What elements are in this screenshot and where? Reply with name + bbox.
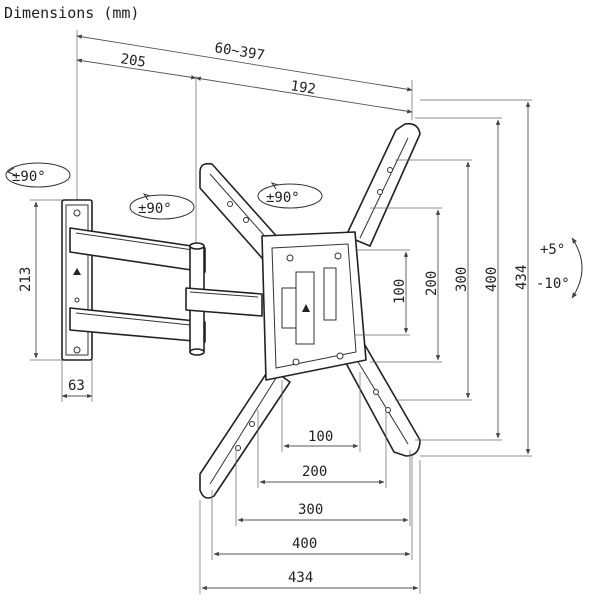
top-dimensions [76, 30, 413, 245]
center-arrow-icon [302, 304, 310, 312]
dim-plate-depth: 63 [68, 378, 85, 394]
diagram-title: Dimensions (mm) [4, 4, 139, 22]
rotation-indicator-wall [5, 162, 71, 188]
dim-vesa-width-400: 400 [292, 536, 317, 552]
rotation-arm-label: ±90° [138, 201, 172, 217]
rotation-wall-label: ±90° [12, 169, 46, 185]
tilt-down-label: -10° [536, 276, 570, 292]
tilt-up-label: +5° [540, 242, 565, 258]
up-arrow-icon [73, 268, 81, 275]
dim-offset-192: 192 [289, 78, 316, 98]
dim-arm-extension: 60~397 [213, 40, 265, 64]
rotation-head-label: ±90° [266, 190, 300, 206]
wall-plate [61, 199, 93, 361]
dim-vesa-width-300: 300 [298, 502, 323, 518]
dim-total-height-434: 434 [514, 265, 530, 290]
rotation-indicator-arm [129, 193, 195, 220]
tilt-indicator [571, 237, 583, 299]
width-dimensions [199, 372, 421, 594]
articulating-arms [69, 227, 263, 356]
dim-vesa-width-200: 200 [302, 464, 327, 480]
dim-vesa-height-200: 200 [424, 271, 440, 296]
dim-plate-height: 213 [18, 267, 34, 292]
dim-vesa-height-100: 100 [392, 279, 408, 304]
dim-total-width-434: 434 [288, 570, 313, 586]
height-dimensions [355, 99, 532, 457]
dim-vesa-width-100: 100 [308, 429, 333, 445]
vesa-x-bracket [199, 122, 421, 499]
dim-vesa-height-400: 400 [484, 267, 500, 292]
dim-offset-205: 205 [119, 51, 146, 71]
dim-vesa-height-300: 300 [454, 267, 470, 292]
rotation-indicator-head [257, 182, 323, 209]
